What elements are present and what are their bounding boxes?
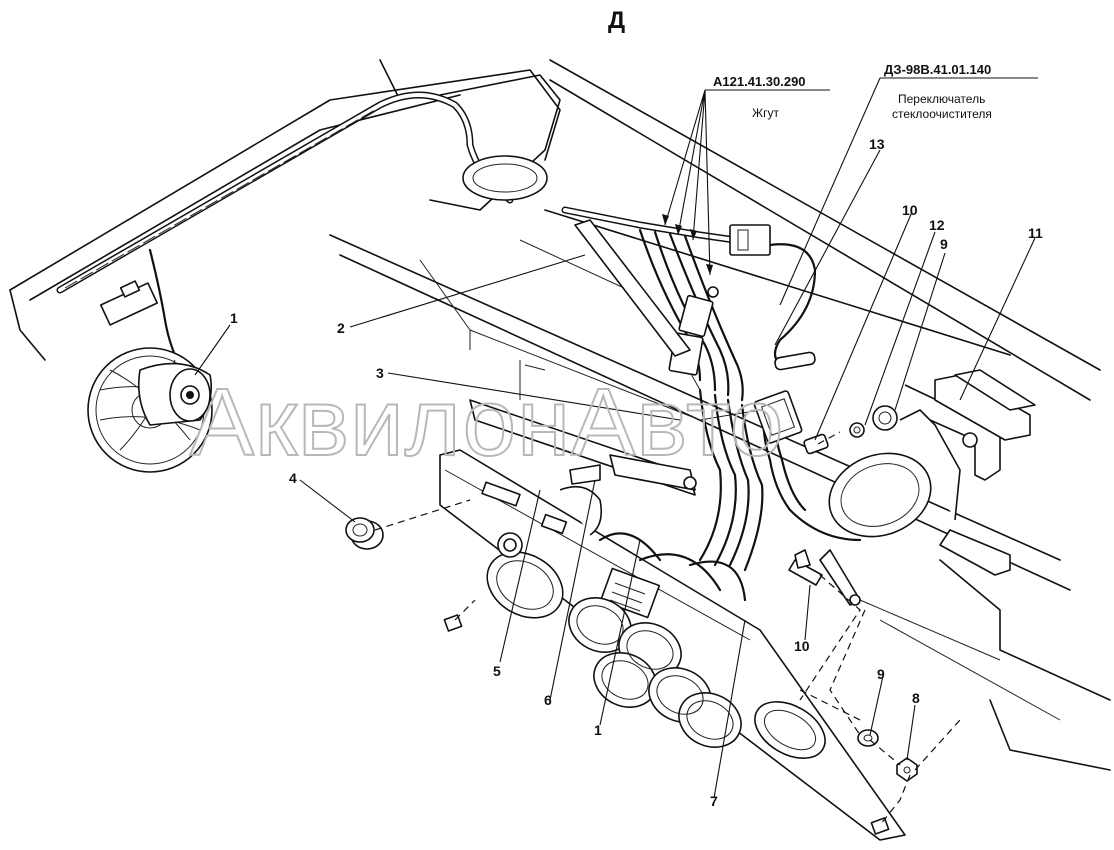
- harness-name: Жгут: [752, 106, 779, 120]
- part-number-2: 2: [337, 320, 345, 336]
- part-number-11: 11: [1028, 225, 1043, 241]
- leader-lines: [194, 77, 1038, 799]
- part-number-12: 12: [929, 217, 945, 233]
- bracket-strips: [469, 219, 697, 496]
- switch-name-line2: стеклоочистителя: [892, 107, 992, 121]
- wire-harness: [561, 206, 862, 572]
- part-number-4: 4: [289, 470, 297, 486]
- part-number-9-top: 9: [940, 236, 948, 252]
- instrument-panel: [439, 449, 906, 841]
- part-number-10-top: 10: [902, 202, 918, 218]
- roof-hose: [56, 91, 548, 294]
- part-number-8: 8: [912, 690, 920, 706]
- part-number-7: 7: [710, 793, 718, 809]
- harness-code: А121.41.30.290: [713, 74, 806, 89]
- part-number-6: 6: [544, 692, 552, 708]
- watermark: АквилонАвто: [190, 369, 784, 476]
- assembly-lines: [374, 431, 961, 826]
- cab-fan: [87, 248, 213, 473]
- part-number-10-bottom: 10: [794, 638, 810, 654]
- switch-code: ДЗ-98В.41.01.140: [884, 62, 991, 77]
- switch-name-line1: Переключатель: [898, 92, 985, 106]
- part-number-13: 13: [869, 136, 885, 152]
- part-number-1-panel: 1: [594, 722, 602, 738]
- part-number-1-fan: 1: [230, 310, 238, 326]
- part-number-3: 3: [376, 365, 384, 381]
- right-bracket: [803, 369, 1036, 606]
- view-title: Д: [608, 7, 625, 34]
- part-number-5: 5: [493, 663, 501, 679]
- part-number-9-bottom: 9: [877, 666, 885, 682]
- fasteners: [345, 517, 918, 835]
